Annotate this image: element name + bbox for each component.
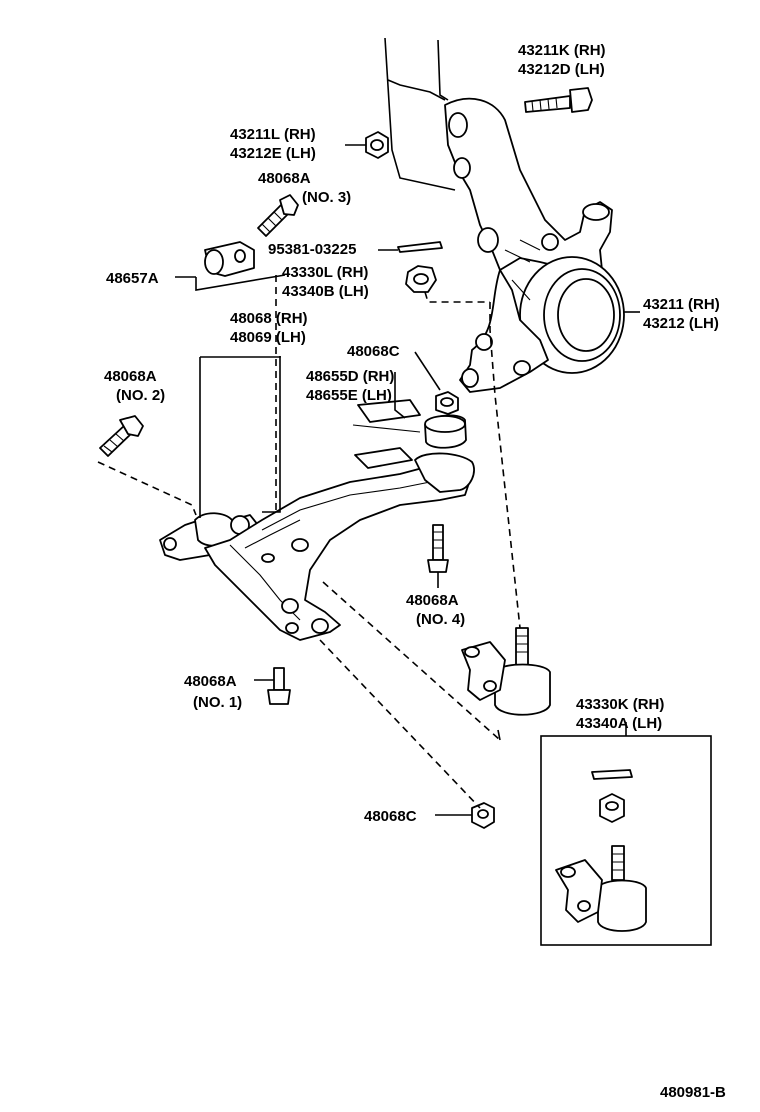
rear-bushing-nut: [414, 351, 459, 415]
lower-ball-joint: [461, 627, 551, 716]
part-labels: 43211K (RH) 43212D (LH) 43211L (RH) 4321…: [104, 42, 726, 1101]
label-no2: (NO. 2): [116, 387, 165, 404]
label-43211K: 43211K (RH): [518, 42, 606, 59]
label-no1: (NO. 1): [193, 694, 242, 711]
rear-bushing: [352, 399, 467, 469]
bolt-no2: [97, 415, 197, 516]
label-48068: 48068 (RH): [230, 310, 308, 327]
label-43211L: 43211L (RH): [230, 126, 316, 143]
castle-nut: [405, 265, 490, 303]
cotter-pin: [378, 241, 443, 253]
diagram-id: 480981-B: [660, 1084, 726, 1101]
label-48655D: 48655D (RH): [306, 368, 394, 385]
bushing-retainer: [175, 241, 286, 291]
arm-bolt-nut: [435, 802, 495, 829]
bolt-no3: [257, 194, 299, 237]
label-43330K: 43330K (RH): [576, 696, 664, 713]
label-43340A: 43340A (LH): [576, 715, 662, 732]
label-48068A-no2: 48068A: [104, 368, 157, 385]
label-43330L: 43330L (RH): [282, 264, 368, 281]
label-48068C-top: 48068C: [347, 343, 400, 360]
label-48068A-no3: 48068A: [258, 170, 311, 187]
label-43211: 43211 (RH): [643, 296, 720, 313]
label-95381-03225: 95381-03225: [268, 241, 356, 258]
label-48657A: 48657A: [106, 270, 159, 287]
label-48069: 48069 (LH): [230, 329, 306, 346]
label-43212: 43212 (LH): [643, 315, 719, 332]
lower-arm: [159, 452, 475, 641]
leader-lines: [199, 275, 627, 809]
steering-knuckle: [384, 37, 625, 393]
ball-joint-inset: [540, 735, 712, 946]
knuckle-nut: [345, 131, 389, 159]
label-48068A-no4: 48068A: [406, 592, 459, 609]
label-43212D: 43212D (LH): [518, 61, 605, 78]
label-43212E: 43212E (LH): [230, 145, 316, 162]
knuckle-bolt: [524, 87, 593, 113]
label-48068A-no1: 48068A: [184, 673, 237, 690]
label-43340B: 43340B (LH): [282, 283, 369, 300]
bolt-no1: [254, 667, 291, 705]
label-no3: (NO. 3): [302, 189, 351, 206]
label-no4: (NO. 4): [416, 611, 465, 628]
label-48068C-bottom: 48068C: [364, 808, 417, 825]
bolt-no4: [427, 524, 449, 588]
label-48655E: 48655E (LH): [306, 387, 392, 404]
